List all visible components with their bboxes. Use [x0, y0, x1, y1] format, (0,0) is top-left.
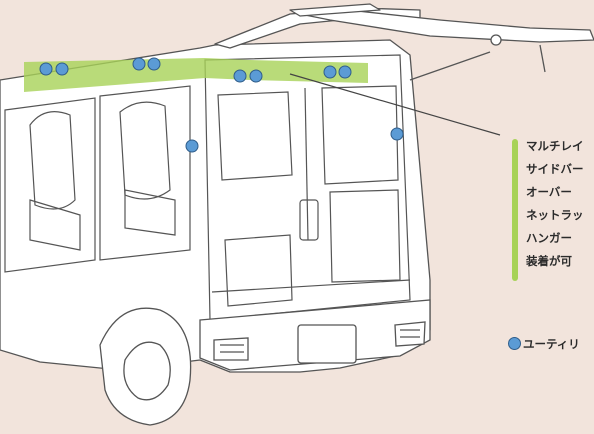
callout-list: マルチレイ サイドバー オーバー ネットラッ ハンガー 装着が可	[512, 135, 594, 273]
callout-accent-bar	[512, 139, 518, 281]
utility-hook-dot	[339, 66, 351, 78]
utility-hook-dot	[324, 66, 336, 78]
utility-hook-dot	[186, 140, 198, 152]
accessory-callout: マルチレイ サイドバー オーバー ネットラッ ハンガー 装着が可	[512, 135, 594, 273]
callout-line: マルチレイ	[526, 135, 594, 158]
rear-wheel	[100, 308, 191, 425]
callout-line: 装着が可	[526, 250, 594, 273]
utility-hook-dot	[234, 70, 246, 82]
legend-label: ユーティリ	[523, 337, 580, 351]
legend-dot-icon	[508, 337, 521, 350]
callout-line: ネットラッ	[526, 204, 594, 227]
callout-line: オーバー	[526, 181, 594, 204]
dot-legend: ユーティリ	[508, 336, 580, 352]
utility-hook-dot	[56, 63, 68, 75]
utility-hook-dot	[133, 58, 145, 70]
callout-line: サイドバー	[526, 158, 594, 181]
utility-hook-dot	[148, 58, 160, 70]
callout-line: ハンガー	[526, 227, 594, 250]
utility-hook-dot	[391, 128, 403, 140]
utility-hook-dot	[250, 70, 262, 82]
utility-hook-dot	[40, 63, 52, 75]
